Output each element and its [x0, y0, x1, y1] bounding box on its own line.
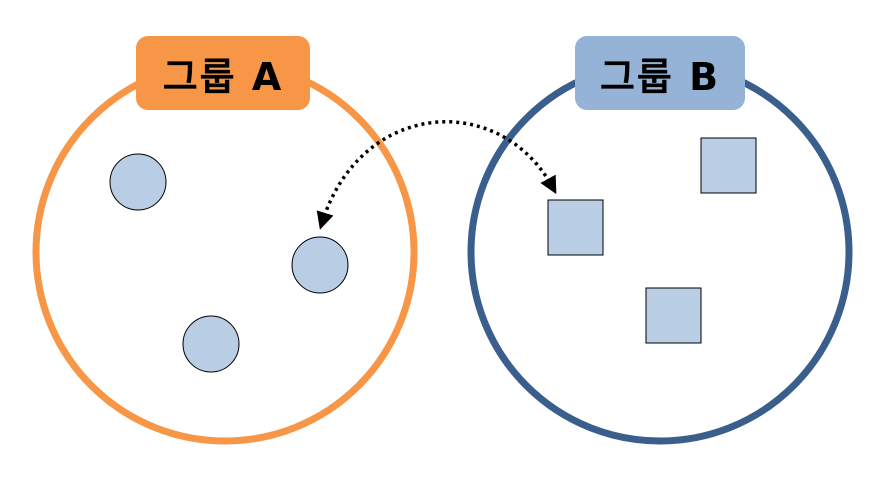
group-b-label-text: 그룹 B	[599, 54, 721, 99]
group-a-label: 그룹 A	[136, 36, 310, 110]
group-b-label: 그룹 B	[575, 36, 745, 110]
group-a-circle	[32, 59, 418, 445]
group-b-member-3	[645, 287, 702, 344]
group-b-circle	[467, 59, 853, 445]
group-b-member-1	[700, 137, 757, 194]
group-a-label-text: 그룹 A	[162, 54, 284, 99]
group-a-member-3	[182, 315, 240, 373]
group-a-member-2	[291, 236, 349, 294]
group-a-member-1	[109, 153, 167, 211]
dotted-double-arrow	[316, 120, 557, 230]
group-b-member-2	[547, 199, 604, 256]
